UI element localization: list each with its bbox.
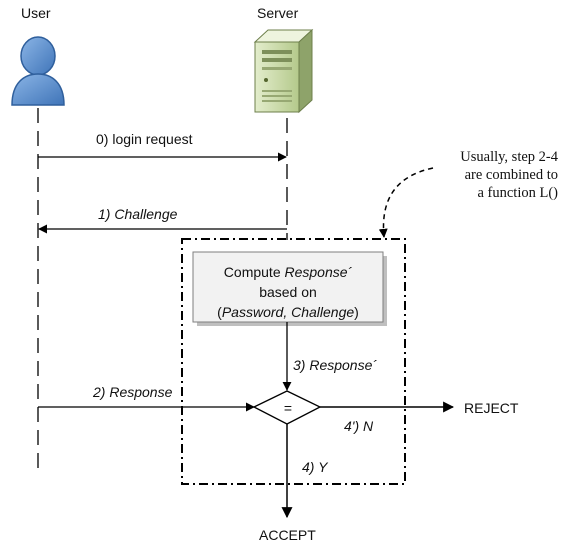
note-line-3: a function L() bbox=[477, 185, 558, 201]
note-line-1: Usually, step 2-4 bbox=[460, 149, 558, 165]
no-label: 4') N bbox=[344, 418, 374, 434]
server-label: Server bbox=[257, 5, 299, 21]
compute-box-line-3: (Password, Challenge) bbox=[193, 302, 383, 322]
note-text: Usually, step 2-4 are combined to a func… bbox=[396, 148, 558, 202]
compute-response-box bbox=[192, 251, 384, 323]
server-tower-icon bbox=[253, 28, 314, 114]
response-label: 2) Response bbox=[93, 384, 173, 400]
equals-symbol: = bbox=[283, 400, 293, 416]
login-request-label: 0) login request bbox=[96, 131, 193, 147]
response-prime-label: 3) Response´ bbox=[293, 357, 378, 373]
note-line-2: are combined to bbox=[464, 167, 558, 183]
function-l-frame bbox=[181, 238, 406, 485]
password-challenge-emph: Password, Challenge bbox=[221, 304, 355, 320]
compute-response-emph: Response´ bbox=[284, 264, 353, 280]
paren-open: ( bbox=[217, 304, 222, 320]
accept-label: ACCEPT bbox=[259, 527, 316, 543]
user-label: User bbox=[21, 5, 51, 21]
compute-prefix: Compute bbox=[223, 264, 285, 280]
paren-close: ) bbox=[354, 304, 359, 320]
person-icon bbox=[11, 36, 65, 106]
challenge-label: 1) Challenge bbox=[98, 206, 178, 222]
compute-box-line-2: based on bbox=[259, 284, 317, 300]
note-connector bbox=[378, 167, 434, 238]
compute-box-line-1: Compute Response´ bbox=[193, 262, 383, 282]
compute-box-text: Compute Response´ based on (Password, Ch… bbox=[193, 262, 383, 322]
yes-label: 4) Y bbox=[302, 459, 328, 475]
reject-label: REJECT bbox=[464, 400, 519, 416]
